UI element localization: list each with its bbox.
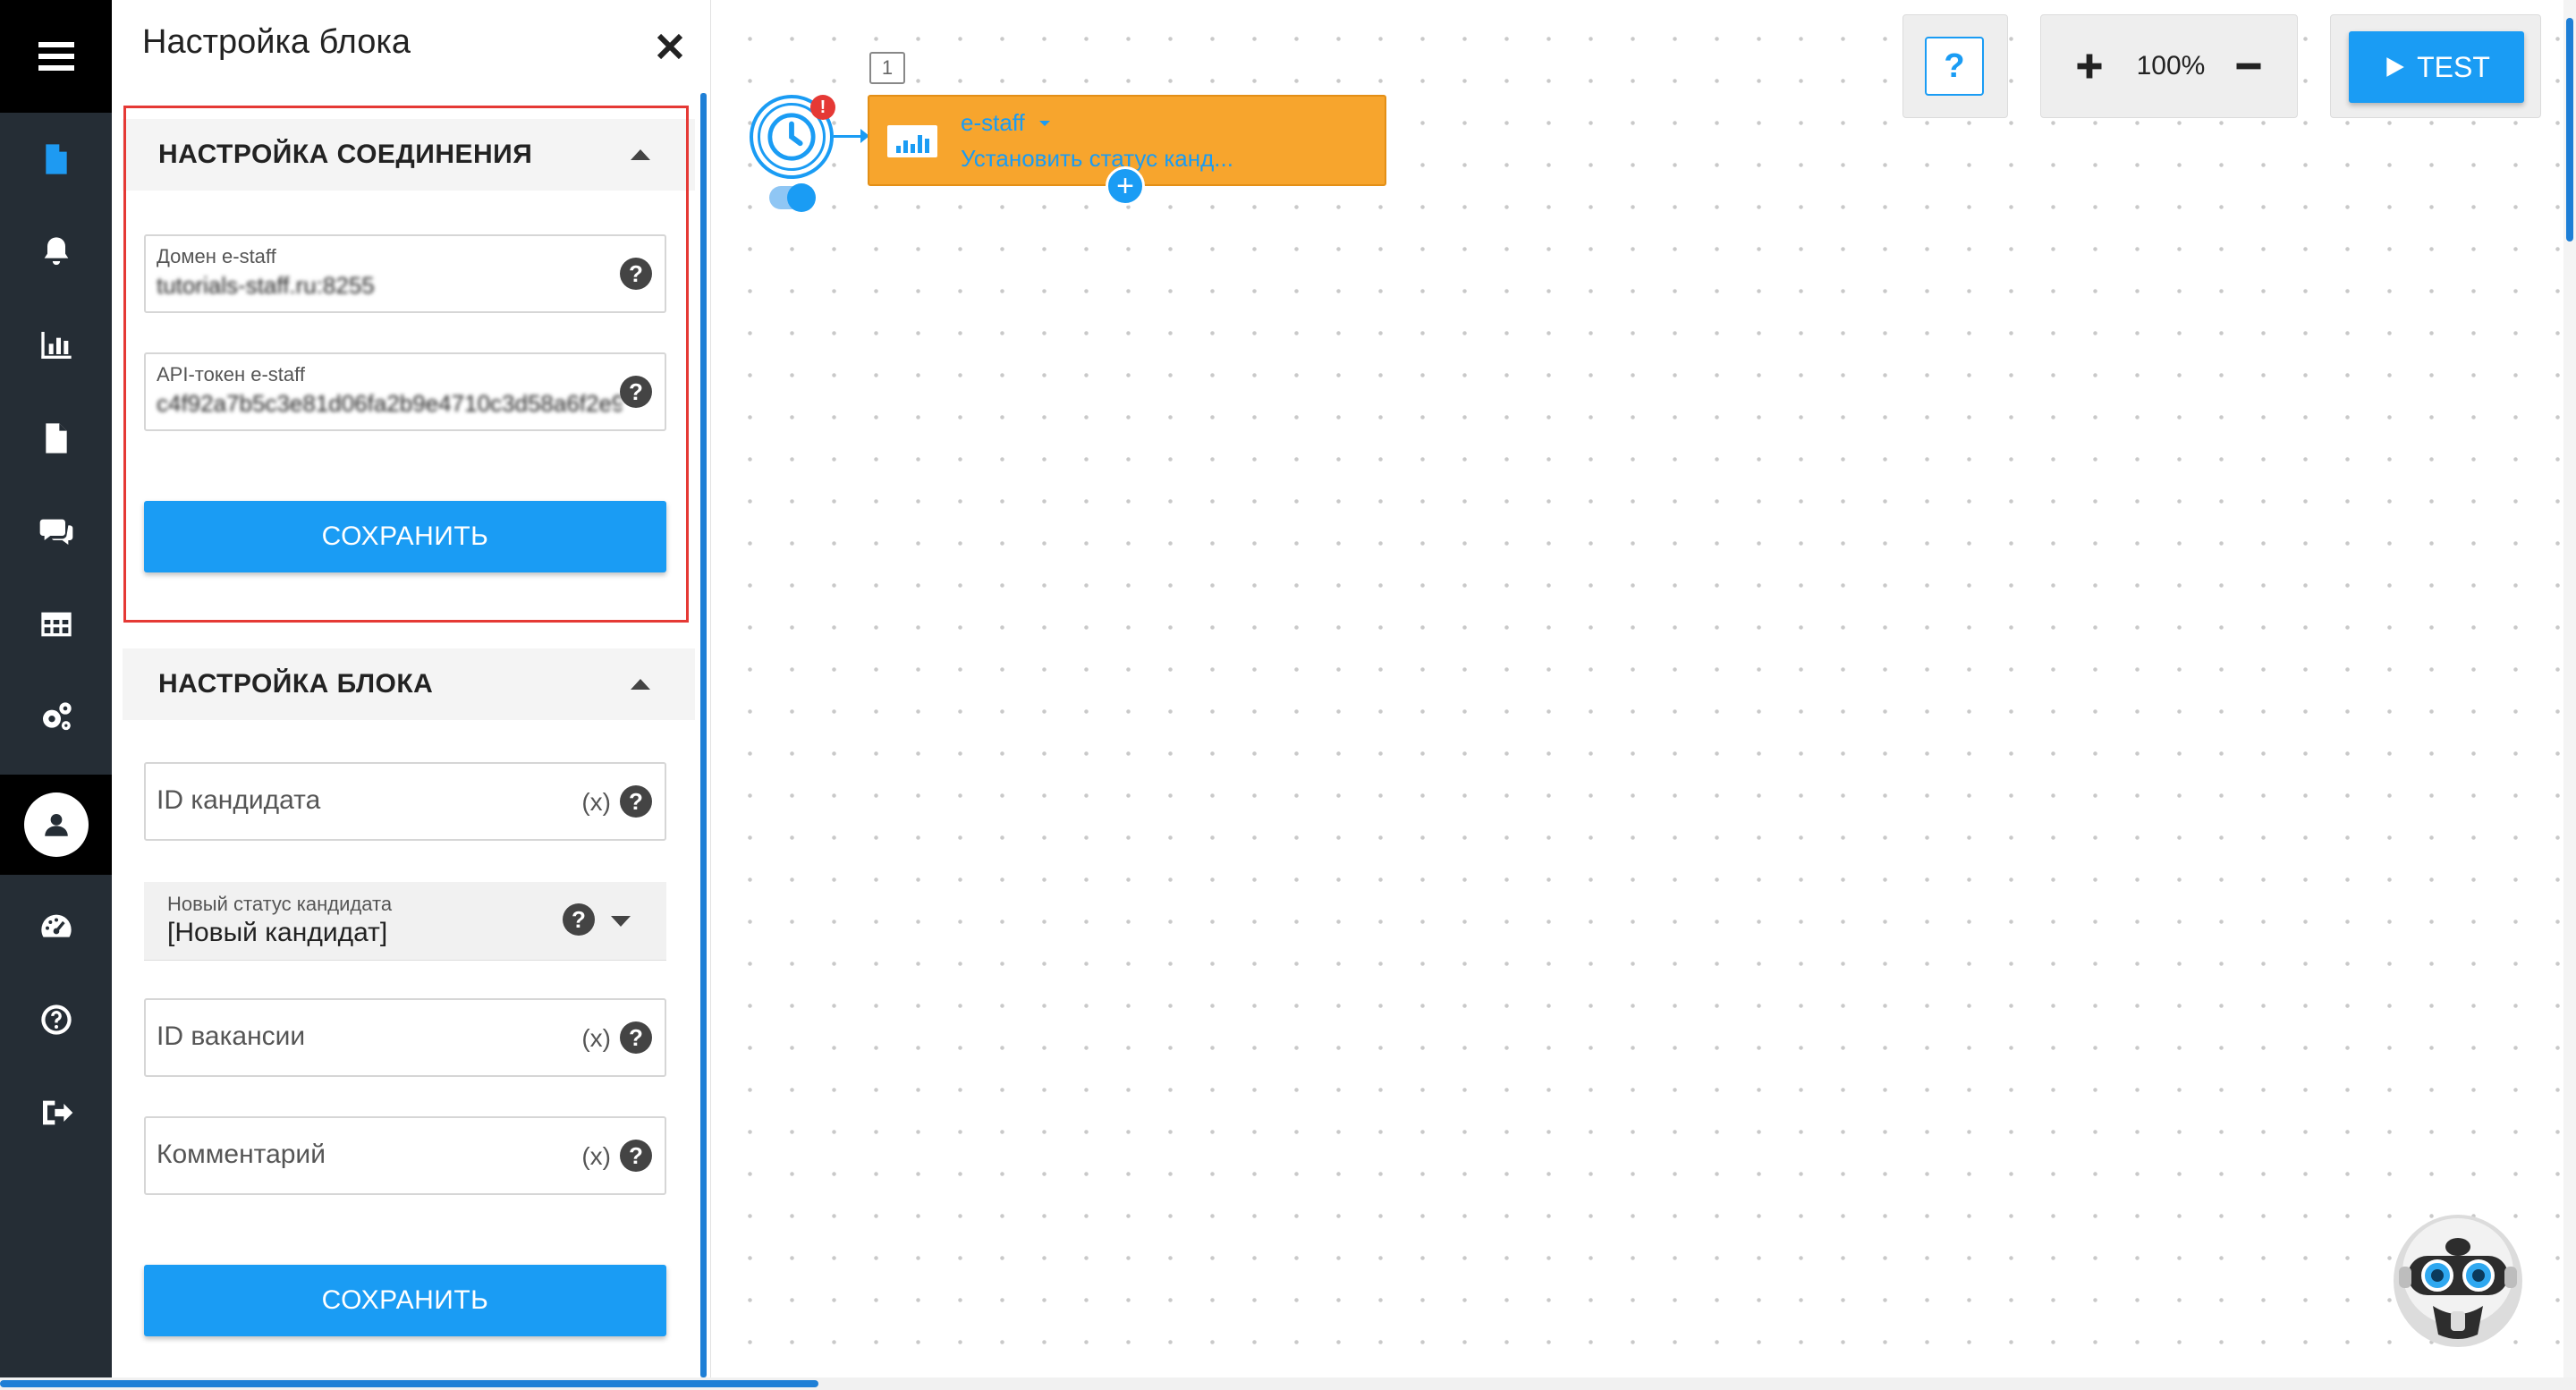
table-icon — [40, 612, 72, 637]
collapse-arrow-icon — [631, 679, 650, 690]
estaff-api-token-field[interactable]: API-токен e-staff c4f92a7b5c3e81d06fa2b9… — [144, 352, 666, 431]
minus-icon — [2236, 63, 2261, 70]
help-toolbar: ? — [1902, 14, 2008, 118]
avatar — [23, 792, 89, 857]
variable-insert-button[interactable]: (x) — [581, 1142, 611, 1170]
nav-tables[interactable] — [0, 578, 112, 671]
field-placeholder: ID вакансии — [157, 1021, 306, 1051]
nav-notifications[interactable] — [0, 206, 112, 299]
action-description: Установить статус канд... — [961, 145, 1233, 172]
candidate-status-select[interactable]: Новый статус кандидата [Новый кандидат] … — [144, 882, 666, 961]
field-placeholder: Комментарий — [157, 1140, 326, 1169]
help-icon[interactable]: ? — [620, 785, 652, 818]
estaff-logo-icon — [887, 125, 937, 157]
nav-logout[interactable] — [0, 1066, 112, 1159]
bar-chart-icon — [40, 332, 72, 359]
help-icon[interactable]: ? — [563, 903, 595, 936]
help-icon[interactable]: ? — [620, 376, 652, 408]
zoom-toolbar: 100% — [2040, 14, 2298, 118]
save-connection-button[interactable]: СОХРАНИТЬ — [144, 501, 666, 572]
nav-rail — [0, 0, 112, 1390]
menu-button[interactable] — [0, 0, 112, 113]
toggle-knob — [787, 183, 816, 212]
selected-value: [Новый кандидат] — [167, 918, 388, 947]
nav-dashboard[interactable] — [0, 880, 112, 973]
close-panel-button[interactable] — [645, 21, 695, 72]
vertical-scrollbar-thumb[interactable] — [2566, 18, 2573, 242]
save-block-button[interactable]: СОХРАНИТЬ — [144, 1265, 666, 1336]
bell-icon — [44, 237, 68, 266]
zoom-in-button[interactable] — [2061, 37, 2118, 96]
collapse-arrow-icon — [631, 149, 650, 160]
close-icon — [657, 33, 683, 60]
field-value: c4f92a7b5c3e81d06fa2b9e4710c3d58a6f2e9b1… — [157, 390, 622, 417]
panel-scrollbar[interactable] — [700, 93, 707, 1377]
play-icon — [2386, 57, 2404, 77]
connector-arrow-icon — [860, 129, 869, 143]
nav-statistics[interactable] — [0, 299, 112, 392]
flow-canvas[interactable] — [711, 0, 2563, 1377]
plus-icon — [2077, 54, 2102, 79]
add-next-block-button[interactable]: + — [1106, 166, 1145, 206]
settings-icon — [42, 702, 72, 731]
help-button[interactable]: ? — [1925, 37, 1984, 96]
nav-profile[interactable] — [0, 775, 112, 875]
clock-icon — [767, 113, 816, 161]
connection-section-title: НАСТРОЙКА СОЕДИНЕНИЯ — [158, 140, 533, 169]
logout-icon — [42, 1100, 72, 1125]
assistant-robot-button[interactable] — [2388, 1200, 2528, 1349]
nav-help[interactable] — [0, 973, 112, 1066]
highlight-frame — [123, 106, 689, 623]
field-label: API-токен e-staff — [157, 363, 305, 386]
help-icon[interactable]: ? — [620, 1021, 652, 1054]
block-section-header[interactable]: НАСТРОЙКА БЛОКА — [123, 648, 695, 720]
estaff-domain-field[interactable]: Домен e-staff tutorials-staff.ru:8255 ? — [144, 234, 666, 313]
dashboard-icon — [40, 914, 72, 937]
action-service-name[interactable]: e-staff — [961, 109, 1025, 136]
file-icon — [45, 423, 67, 453]
help-icon[interactable]: ? — [620, 258, 652, 290]
test-button-label: TEST — [2417, 50, 2490, 83]
node-connector — [834, 135, 864, 138]
chevron-down-icon — [1039, 121, 1050, 126]
horizontal-scrollbar-thumb[interactable] — [0, 1380, 818, 1387]
variable-insert-button[interactable]: (x) — [581, 788, 611, 816]
menu-icon — [38, 42, 74, 71]
help-circle-icon — [40, 1004, 72, 1035]
canvas-horizontal-scrollbar[interactable] — [0, 1377, 2576, 1390]
panel-scrollbar-thumb[interactable] — [700, 93, 707, 1377]
field-placeholder: ID кандидата — [157, 785, 321, 815]
variable-insert-button[interactable]: (x) — [581, 1024, 611, 1052]
nav-chats[interactable] — [0, 485, 112, 578]
user-icon — [44, 813, 68, 836]
alert-badge: ! — [810, 95, 835, 120]
zoom-level: 100% — [2136, 51, 2206, 81]
document-icon — [45, 144, 67, 174]
canvas-vertical-scrollbar[interactable] — [2563, 0, 2576, 1377]
zoom-out-button[interactable] — [2220, 37, 2277, 96]
panel-header: Настройка блока — [112, 0, 711, 93]
comment-input[interactable]: Комментарий (x) ? — [144, 1116, 666, 1195]
panel-title: Настройка блока — [142, 23, 411, 61]
test-toolbar: TEST — [2330, 14, 2541, 118]
node-index-badge: 1 — [869, 52, 905, 84]
robot-icon — [2394, 1215, 2522, 1347]
nav-settings[interactable] — [0, 671, 112, 764]
field-label: Новый статус кандидата — [167, 893, 393, 915]
candidate-id-input[interactable]: ID кандидата (x) ? — [144, 762, 666, 841]
trigger-enable-toggle[interactable] — [769, 183, 816, 212]
field-value: tutorials-staff.ru:8255 — [157, 272, 375, 299]
field-label: Домен e-staff — [157, 245, 276, 267]
help-icon[interactable]: ? — [620, 1140, 652, 1172]
chat-icon — [39, 519, 72, 545]
block-section-title: НАСТРОЙКА БЛОКА — [158, 669, 434, 699]
nav-files[interactable] — [0, 392, 112, 485]
vacancy-id-input[interactable]: ID вакансии (x) ? — [144, 998, 666, 1077]
trigger-node-inner — [758, 103, 826, 171]
connection-section-header[interactable]: НАСТРОЙКА СОЕДИНЕНИЯ — [123, 119, 695, 191]
test-button[interactable]: TEST — [2349, 31, 2524, 103]
chevron-down-icon — [611, 916, 631, 927]
nav-scenarios[interactable] — [0, 113, 112, 206]
